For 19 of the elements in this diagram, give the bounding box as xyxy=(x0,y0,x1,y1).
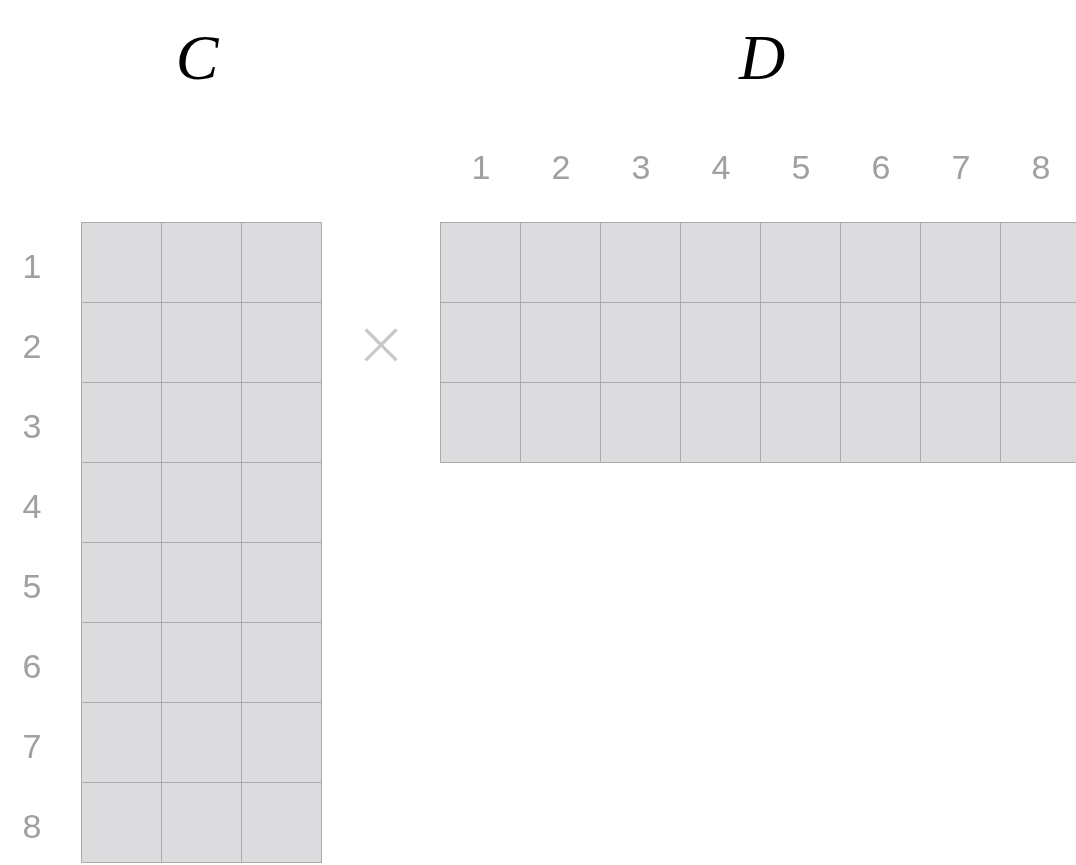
column-index: 4 xyxy=(711,150,731,184)
row-index: 2 xyxy=(22,329,42,363)
column-index: 6 xyxy=(871,150,891,184)
row-index: 1 xyxy=(22,249,42,283)
column-index: 2 xyxy=(551,150,571,184)
matrix-name: C xyxy=(175,26,219,90)
row-index: 5 xyxy=(22,569,42,603)
multiplication-sign: × xyxy=(354,311,408,375)
column-index: 3 xyxy=(631,150,651,184)
row-index: 4 xyxy=(22,489,42,523)
column-index: 5 xyxy=(791,150,811,184)
column-index: 8 xyxy=(1031,150,1051,184)
row-index: 8 xyxy=(22,809,42,843)
row-index: 6 xyxy=(22,649,42,683)
matrix-name: D xyxy=(738,26,786,90)
column-index: 1 xyxy=(471,150,491,184)
column-index: 7 xyxy=(951,150,971,184)
row-index: 7 xyxy=(22,729,42,763)
row-index: 3 xyxy=(22,409,42,443)
